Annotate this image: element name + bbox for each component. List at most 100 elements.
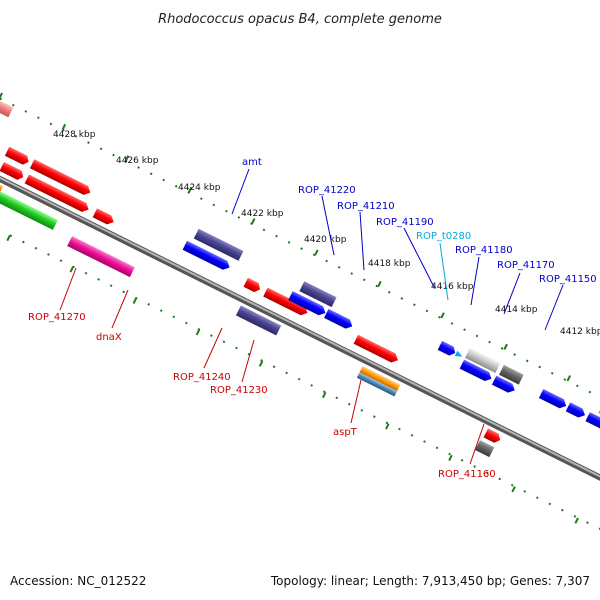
ruler-dot (425, 309, 429, 313)
gene-ROP_41190[interactable] (437, 340, 458, 358)
gene-ROP_41210[interactable] (288, 291, 327, 317)
ruler-dot (225, 209, 228, 213)
ruler-dot (325, 259, 328, 263)
label-ROP_41240[interactable]: ROP_41240 (173, 372, 231, 383)
gene-blue-small-1[interactable] (324, 308, 354, 331)
gene-ROP_41180-gray[interactable] (465, 347, 501, 373)
gene-blue-left[interactable] (0, 116, 1, 132)
backbone-highlight (0, 150, 600, 518)
leader-ROP_41210 (359, 211, 365, 271)
ruler-major-tick (250, 218, 256, 225)
ruler-dot (586, 521, 589, 524)
leader-ROP_41190 (403, 227, 435, 288)
ruler-major-tick (448, 454, 453, 461)
ruler-dot (222, 340, 226, 344)
ruler-dot (438, 315, 441, 319)
leader-ROP_41240 (203, 327, 223, 369)
ruler-dot (538, 365, 542, 369)
ruler-dot (548, 502, 552, 506)
ruler-dot (375, 284, 379, 288)
gene-dnaX[interactable] (67, 236, 135, 278)
gene-blue-amt-lower[interactable] (182, 240, 232, 272)
ruler-dot (297, 377, 301, 381)
gene-red-small-2[interactable] (243, 277, 263, 294)
label-aspT[interactable]: aspT (333, 427, 358, 438)
gene-red-left-2[interactable] (4, 146, 31, 167)
ruler-major-tick (574, 517, 579, 524)
gene-dnaX-upper[interactable] (24, 174, 91, 214)
label-ROP_41150[interactable]: ROP_41150 (539, 274, 597, 285)
label-ROP_41180[interactable]: ROP_41180 (455, 245, 513, 256)
label-ROP_41190[interactable]: ROP_41190 (376, 217, 434, 228)
gene-red-left-long[interactable] (29, 159, 93, 197)
gene-ROP_t0280[interactable] (454, 350, 464, 359)
gene-ROP_41150[interactable] (538, 388, 569, 410)
label-ROP_t0280[interactable]: ROP_t0280 (416, 231, 471, 242)
gene-green[interactable] (0, 184, 58, 230)
ruler-dot (463, 328, 466, 332)
ruler-dot (84, 271, 88, 275)
gene-amt[interactable] (193, 228, 244, 261)
leader-ROP_41180 (470, 256, 480, 306)
label-dnaX[interactable]: dnaX (96, 332, 122, 343)
ruler-dot (413, 303, 416, 307)
backbone-line (0, 149, 600, 521)
ruler-dot (162, 178, 166, 182)
label-ROP_41210[interactable]: ROP_41210 (337, 201, 395, 212)
ruler-dot (199, 197, 203, 201)
gene-ROP_41230[interactable] (235, 305, 282, 336)
ruler-dot (237, 216, 241, 219)
gene-ROP_41170[interactable] (491, 375, 517, 395)
gene-red-small-1[interactable] (92, 208, 116, 226)
ruler-label-4414: 4414 kbp (495, 305, 538, 315)
ruler-major-tick (61, 123, 67, 131)
ruler-dot (400, 297, 404, 300)
ruler-dot (387, 290, 391, 294)
gene-aspT-red[interactable] (353, 334, 401, 365)
topology-stats-text: Topology: linear; Length: 7,913,450 bp; … (270, 574, 590, 588)
gene-ROP_41170-gray[interactable] (499, 364, 524, 385)
ruler-dot (423, 440, 426, 443)
ruler-dot (11, 103, 15, 107)
ruler-label-4424: 4424 kbp (178, 183, 221, 193)
label-ROP_41270[interactable]: ROP_41270 (28, 312, 86, 323)
label-ROP_41230[interactable]: ROP_41230 (210, 385, 268, 396)
gene-blue-right[interactable] (585, 412, 600, 445)
gene-ROP_41220[interactable] (299, 281, 337, 308)
gene-aspT-orange[interactable] (359, 366, 401, 392)
ruler-dot (535, 496, 539, 500)
leader-amt (231, 168, 250, 215)
ruler-dot (275, 234, 278, 238)
label-ROP_41160[interactable]: ROP_41160 (438, 469, 496, 480)
label-ROP_41220[interactable]: ROP_41220 (298, 185, 356, 196)
ruler-dot (385, 421, 389, 425)
leader-ROP_41270 (59, 267, 77, 311)
gene-pink-left[interactable] (0, 85, 14, 118)
gene-ROP_41160[interactable] (475, 440, 495, 458)
label-amt[interactable]: amt (242, 157, 262, 168)
gene-ROP_41180[interactable] (459, 359, 494, 384)
ruler-dot (337, 265, 341, 269)
gene-red-left-1[interactable] (0, 161, 25, 182)
gene-aspT-steel[interactable] (356, 372, 398, 397)
ruler-dot (49, 122, 53, 126)
ruler-dot (575, 384, 579, 388)
ruler-label-4428: 4428 kbp (53, 130, 96, 140)
gene-blue-small-2[interactable] (565, 402, 587, 419)
ruler-dot (174, 184, 178, 188)
ruler-dot (22, 240, 25, 244)
ruler-dot (523, 490, 527, 493)
ruler-dot (272, 365, 276, 369)
ruler-dot (59, 259, 63, 263)
ruler-major-tick (132, 297, 138, 304)
leader-ROP_41160 (469, 423, 485, 465)
gene-ROP_41160-red[interactable] (483, 428, 503, 444)
ruler-dot (159, 309, 163, 312)
ruler-dot (563, 378, 567, 381)
gene-ROP_41240[interactable] (263, 287, 310, 318)
ruler-label-4416: 4416 kbp (431, 282, 474, 292)
ruler-major-tick (187, 186, 193, 193)
label-ROP_41170[interactable]: ROP_41170 (497, 260, 555, 271)
ruler-dot (97, 278, 100, 281)
ruler-dot (34, 246, 38, 250)
